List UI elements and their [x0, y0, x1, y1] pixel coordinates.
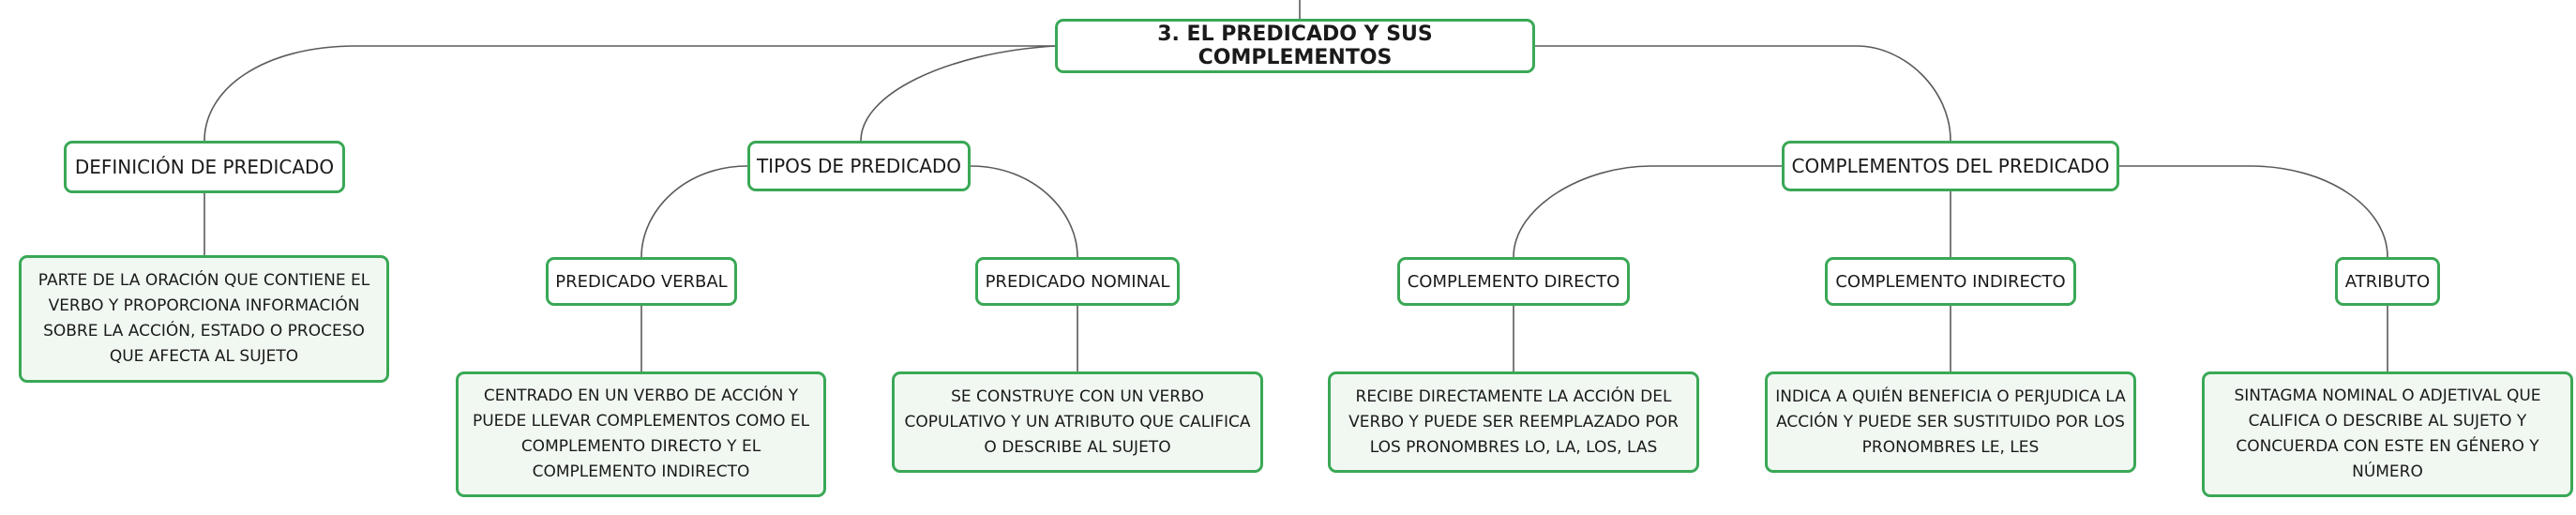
predicado-verbal-label: PREDICADO VERBAL	[555, 271, 728, 292]
complemento-directo-description[interactable]: RECIBE DIRECTAMENTE LA ACCIÓN DEL VERBO …	[1328, 371, 1699, 473]
predicado-nominal-node[interactable]: PREDICADO NOMINAL	[975, 257, 1180, 306]
atributo-description[interactable]: SINTAGMA NOMINAL O ADJETIVAL QUE CALIFIC…	[2202, 371, 2573, 497]
root-topic[interactable]: 3. EL PREDICADO Y SUS COMPLEMENTOS	[1055, 19, 1535, 73]
complemento-directo-label: COMPLEMENTO DIRECTO	[1407, 271, 1620, 292]
definicion-description[interactable]: PARTE DE LA ORACIÓN QUE CONTIENE EL VERB…	[19, 255, 389, 383]
atributo-node[interactable]: ATRIBUTO	[2335, 257, 2440, 306]
predicado-verbal-text: CENTRADO EN UN VERBO DE ACCIÓN Y PUEDE L…	[472, 386, 810, 481]
complemento-indirecto-description[interactable]: INDICA A QUIÉN BENEFICIA O PERJUDICA LA …	[1765, 371, 2136, 473]
complemento-indirecto-text: INDICA A QUIÉN BENEFICIA O PERJUDICA LA …	[1775, 386, 2126, 457]
predicado-nominal-description[interactable]: SE CONSTRUYE CON UN VERBO COPULATIVO Y U…	[892, 371, 1263, 473]
connector-root-complementos	[1535, 45, 1951, 142]
complemento-directo-node[interactable]: COMPLEMENTO DIRECTO	[1397, 257, 1630, 306]
connector-tipos-nominal	[970, 165, 1078, 258]
complemento-indirecto-node[interactable]: COMPLEMENTO INDIRECTO	[1825, 257, 2076, 306]
atributo-text: SINTAGMA NOMINAL O ADJETIVAL QUE CALIFIC…	[2234, 386, 2541, 481]
root-topic-label: 3. EL PREDICADO Y SUS COMPLEMENTOS	[1157, 23, 1433, 69]
connector-complementos-directo	[1513, 165, 1782, 258]
complementos-label: COMPLEMENTOS DEL PREDICADO	[1791, 155, 2110, 177]
complementos-node[interactable]: COMPLEMENTOS DEL PREDICADO	[1782, 141, 2119, 191]
predicado-nominal-text: SE CONSTRUYE CON UN VERBO COPULATIVO Y U…	[904, 386, 1251, 457]
connector-tipos-verbal	[640, 165, 748, 258]
definicion-label: DEFINICIÓN DE PREDICADO	[74, 156, 335, 178]
tipos-node[interactable]: TIPOS DE PREDICADO	[747, 141, 971, 191]
complemento-indirecto-label: COMPLEMENTO INDIRECTO	[1835, 271, 2066, 292]
atributo-label: ATRIBUTO	[2344, 271, 2431, 292]
predicado-verbal-description[interactable]: CENTRADO EN UN VERBO DE ACCIÓN Y PUEDE L…	[456, 371, 826, 497]
connector-root-tipos	[860, 45, 1056, 142]
complemento-directo-text: RECIBE DIRECTAMENTE LA ACCIÓN DEL VERBO …	[1348, 386, 1679, 457]
predicado-nominal-label: PREDICADO NOMINAL	[985, 271, 1170, 292]
definicion-text: PARTE DE LA ORACIÓN QUE CONTIENE EL VERB…	[38, 271, 370, 366]
definicion-node[interactable]: DEFINICIÓN DE PREDICADO	[64, 141, 345, 193]
tipos-label: TIPOS DE PREDICADO	[756, 155, 962, 177]
connector-complementos-atributo	[2119, 165, 2388, 258]
connector-root-definicion	[203, 45, 1055, 142]
predicado-verbal-node[interactable]: PREDICADO VERBAL	[546, 257, 737, 306]
